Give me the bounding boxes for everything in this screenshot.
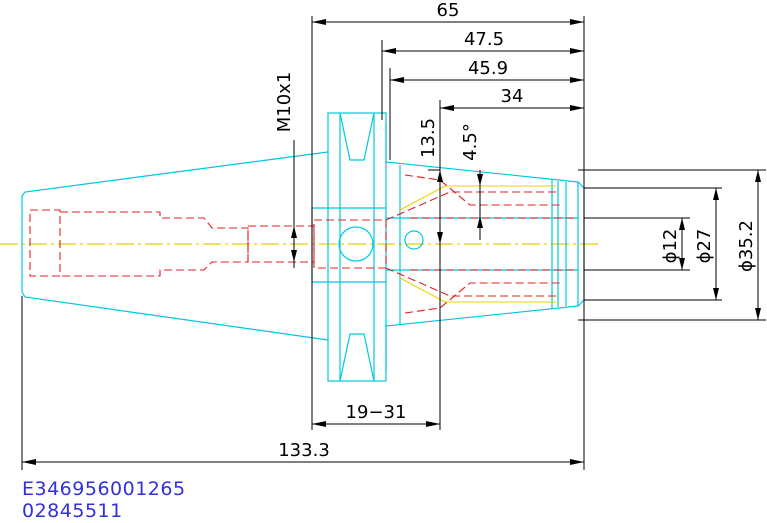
arrowheads bbox=[22, 19, 761, 465]
collet-yellow-bottom bbox=[399, 277, 556, 303]
dim-47-5: 47.5 bbox=[464, 29, 504, 50]
flange-v-bottom bbox=[339, 333, 375, 382]
drawbar-bore bbox=[60, 211, 249, 277]
collet-taper-bottom bbox=[385, 267, 560, 297]
dim-34: 34 bbox=[501, 86, 524, 107]
dim-19-31: 19−31 bbox=[346, 402, 407, 423]
part-outline bbox=[21, 112, 585, 382]
dim-65: 65 bbox=[437, 0, 460, 21]
dim-thread: M10x1 bbox=[274, 72, 295, 133]
collet-yellow-top bbox=[399, 185, 556, 211]
dim-dia12: ϕ12 bbox=[660, 229, 681, 264]
flange-v-top bbox=[339, 112, 375, 161]
small-hole bbox=[404, 230, 424, 250]
part-code-1: E346956001265 bbox=[22, 478, 186, 500]
flange-outer bbox=[327, 112, 387, 382]
nose-outline bbox=[385, 124, 585, 370]
dim-45-9: 45.9 bbox=[468, 58, 508, 79]
hidden-lines bbox=[29, 174, 578, 314]
shank-bore bbox=[29, 209, 61, 277]
hub-bore bbox=[313, 219, 387, 269]
part-code-2: 02845511 bbox=[22, 500, 123, 522]
collet-slot-top bbox=[404, 174, 560, 206]
dim-dia35-2: ϕ35.2 bbox=[736, 220, 757, 272]
collet-slot-bottom bbox=[404, 282, 560, 314]
dim-angle: 4.5° bbox=[460, 123, 481, 161]
collet-taper-top bbox=[385, 191, 560, 221]
collet-details bbox=[399, 185, 556, 303]
dim-13-5: 13.5 bbox=[418, 118, 439, 158]
taper-shank bbox=[21, 151, 329, 341]
dim-dia27: ϕ27 bbox=[694, 229, 715, 264]
dim-133-3: 133.3 bbox=[278, 440, 330, 461]
cross-hole bbox=[338, 226, 374, 262]
